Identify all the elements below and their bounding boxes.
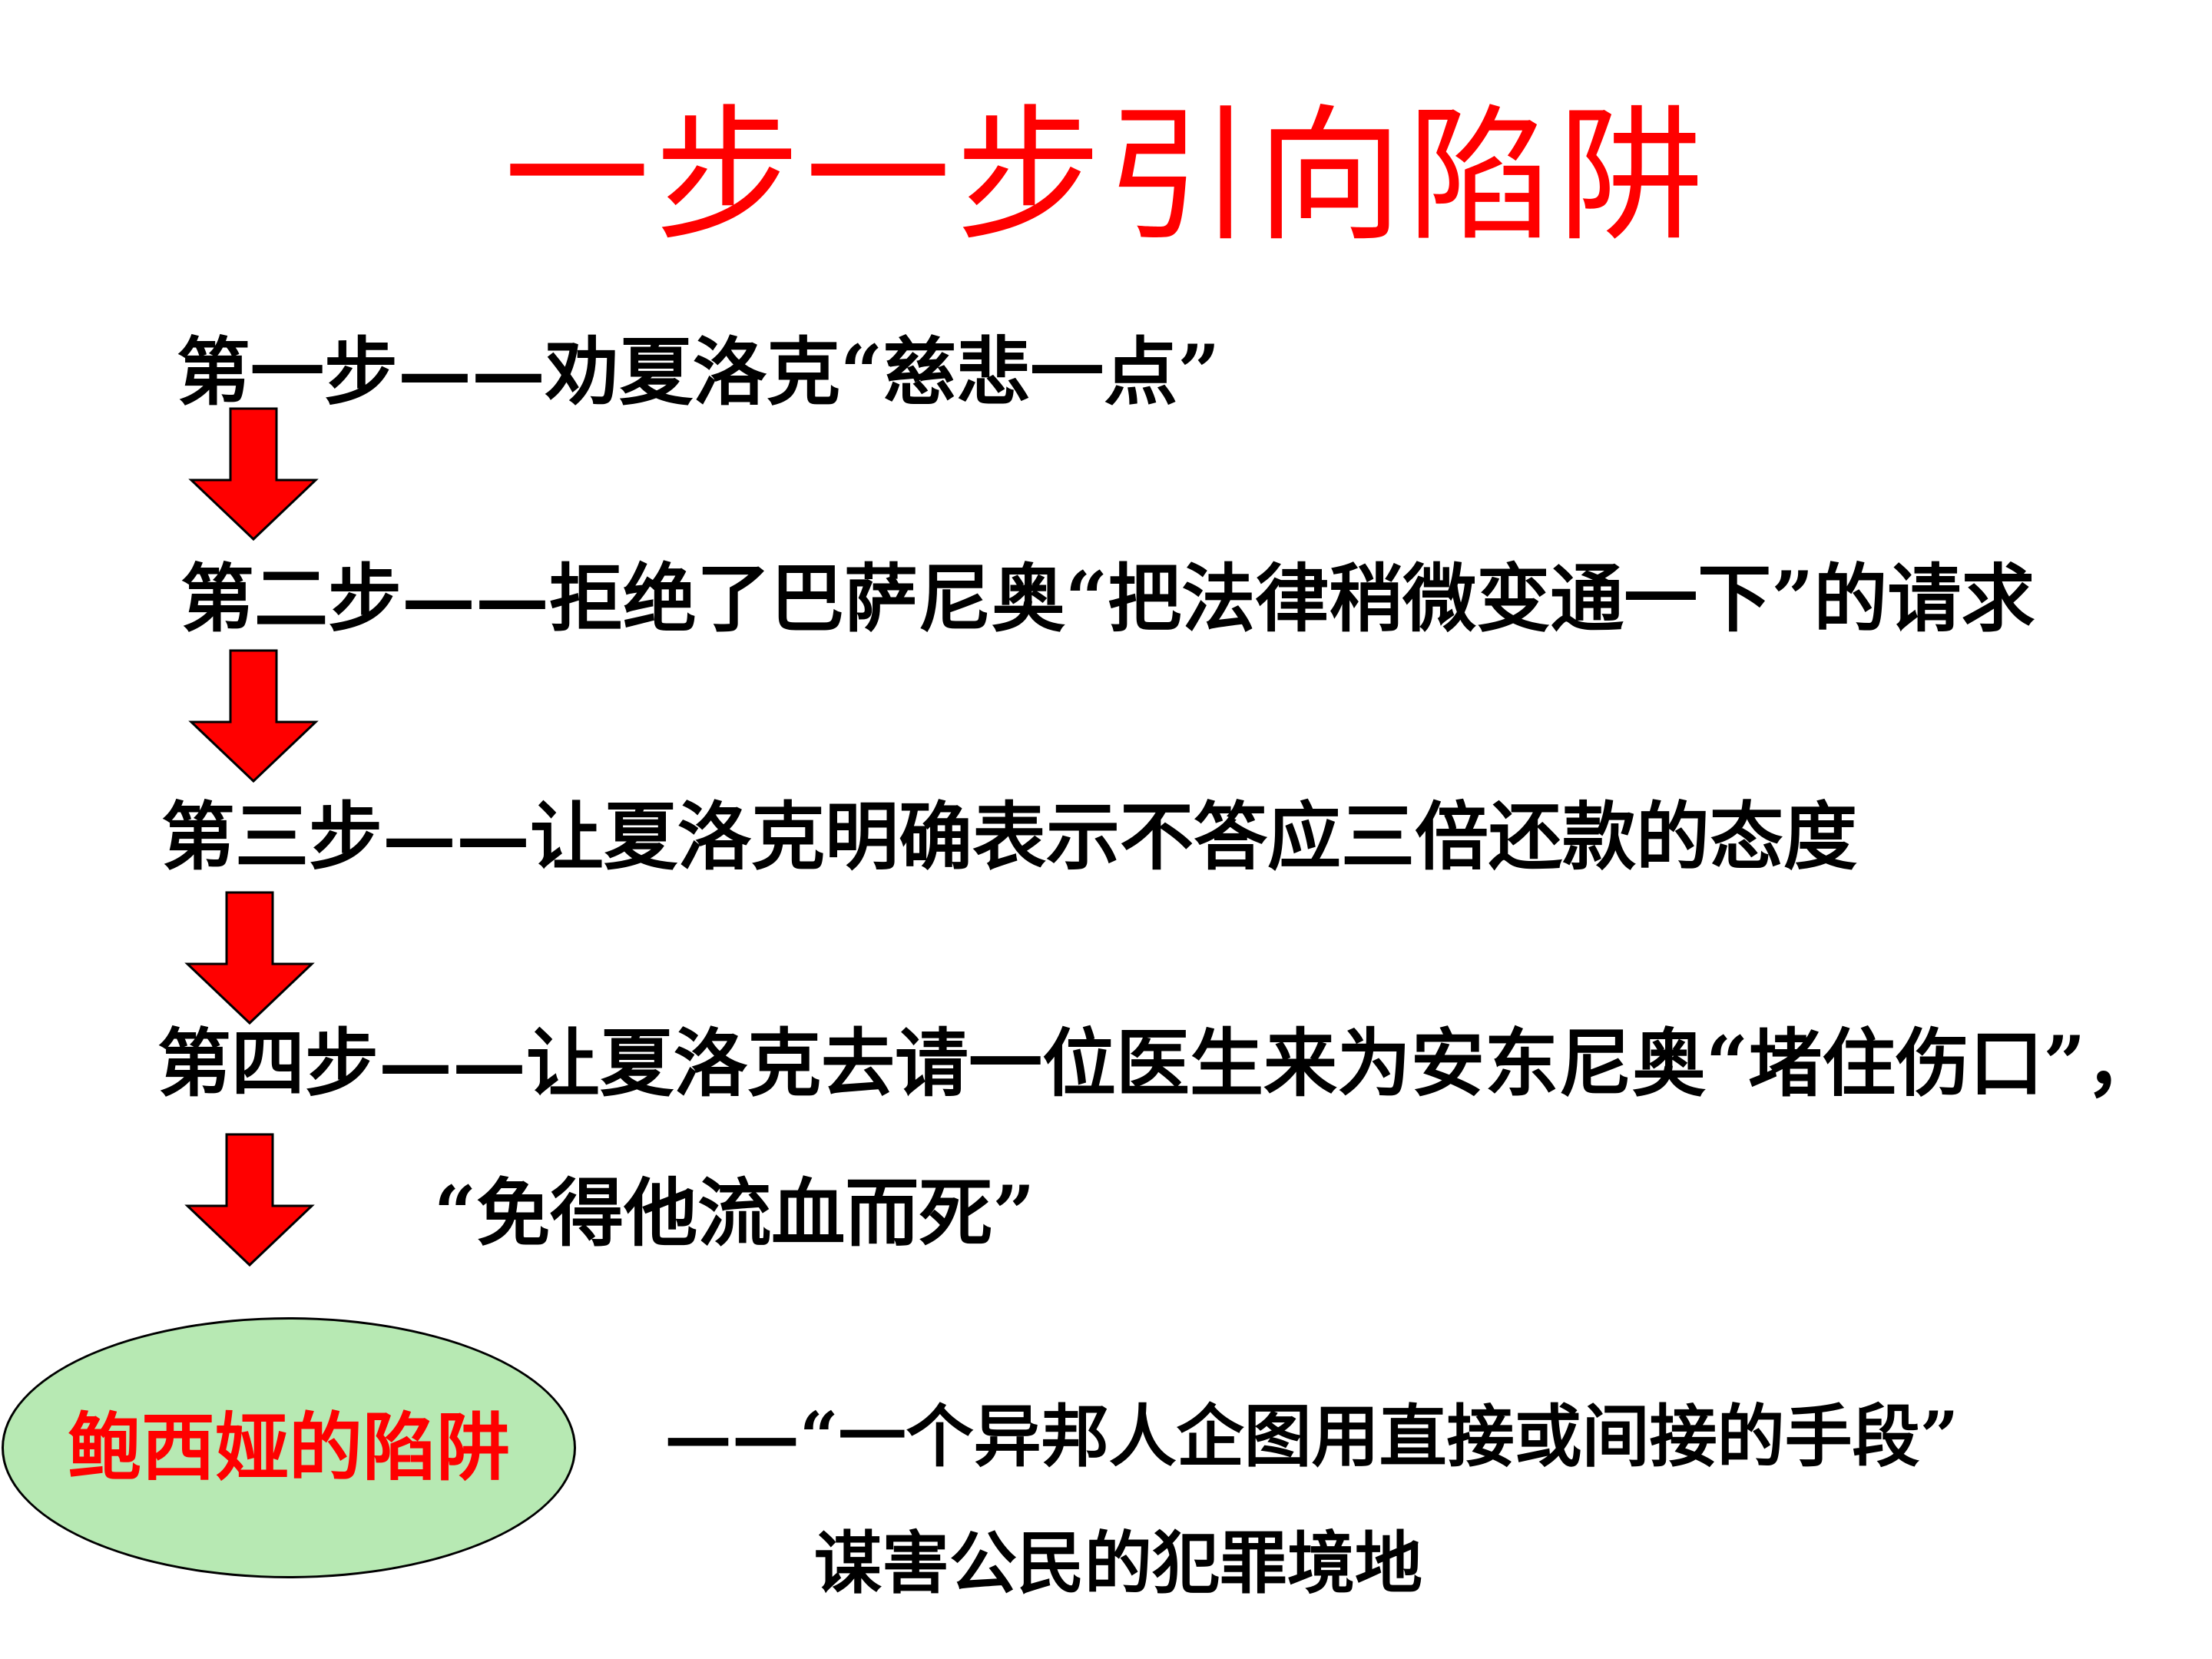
step-3-text: 第三步——让夏洛克明确表示不答应三倍还款的态度 xyxy=(161,793,1857,880)
down-arrow-icon xyxy=(188,649,319,783)
trap-oval: 鲍西娅的陷阱 xyxy=(2,1317,576,1578)
slide-title: 一步一步引向陷阱 xyxy=(503,91,1708,261)
down-arrow-icon xyxy=(184,1133,315,1267)
down-arrow-icon xyxy=(188,407,319,541)
step-4-continuation: “免得他流血而死” xyxy=(434,1170,1035,1257)
down-arrow-icon xyxy=(184,891,315,1025)
conclusion-line-2: 谋害公民的犯罪境地 xyxy=(814,1523,1423,1603)
step-1-text: 第一步——劝夏洛克“慈悲一点” xyxy=(177,329,1220,416)
conclusion-line-1: ——“一个异邦人企图用直接或间接的手段” xyxy=(664,1396,1959,1476)
trap-label: 鲍西娅的陷阱 xyxy=(68,1404,510,1491)
step-4-text: 第四步——让夏洛克去请一位医生来为安东尼奥“堵住伤口”， xyxy=(157,1020,2160,1107)
step-2-text: 第二步——拒绝了巴萨尼奥“把法律稍微变通一下”的请求 xyxy=(180,555,2035,642)
